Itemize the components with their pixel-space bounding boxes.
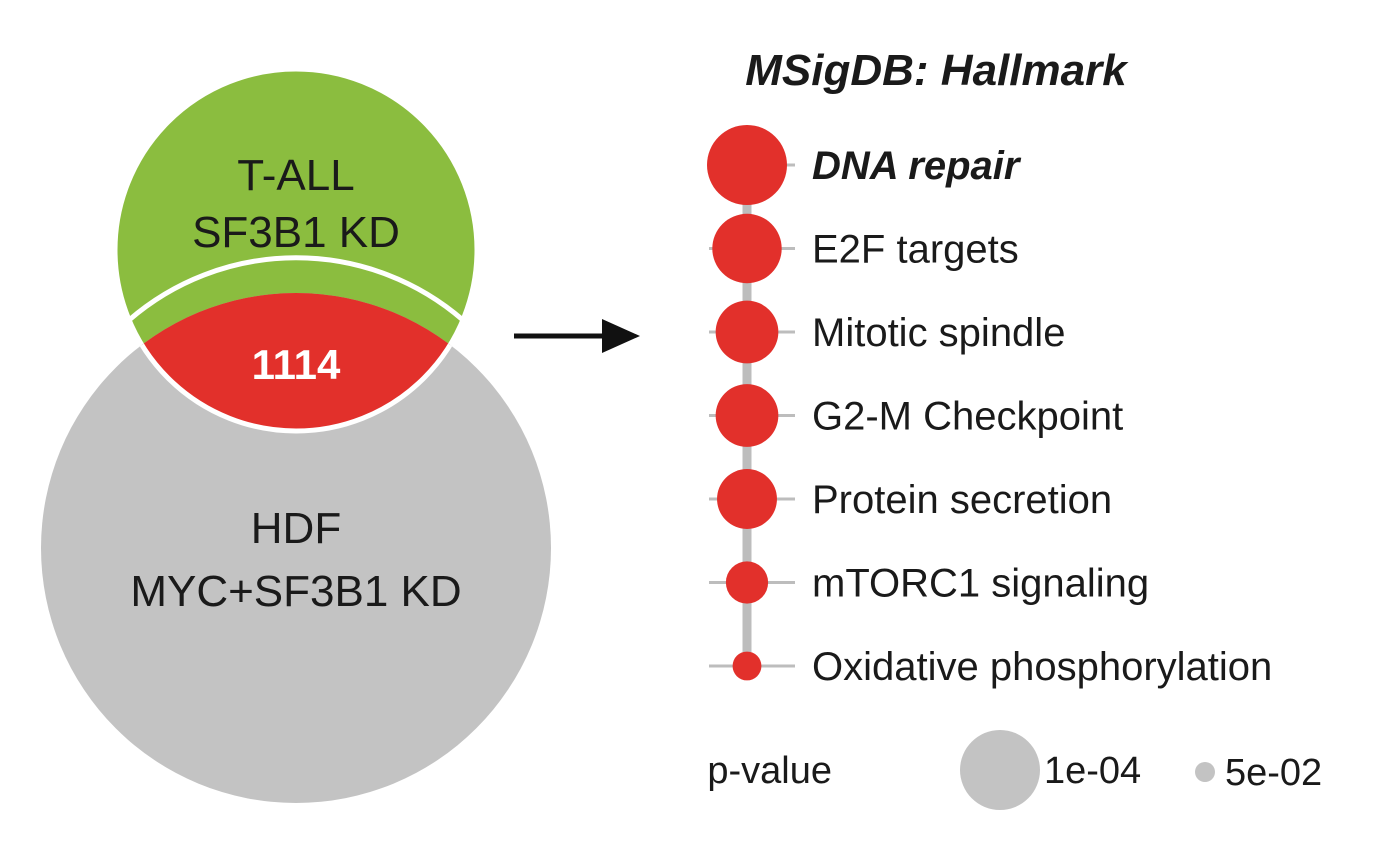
term-dot <box>732 651 762 681</box>
legend-dot <box>960 730 1040 810</box>
term-label: Oxidative phosphorylation <box>812 645 1272 689</box>
term-dot <box>715 384 779 447</box>
legend-entries: 1e-04 5e-02 <box>960 730 1322 810</box>
venn-overlap <box>115 293 477 431</box>
enrichment-term-row: mTORC1 signaling <box>709 561 1149 606</box>
legend-label: 5e-02 <box>1225 752 1322 794</box>
term-label: E2F targets <box>812 228 1019 272</box>
venn-diagram: T-ALL SF3B1 KD 1114 HDF MYC+SF3B1 KD <box>41 66 551 803</box>
term-dot <box>707 125 787 205</box>
legend-label: 1e-04 <box>1044 750 1141 792</box>
enrichment-title: MSigDB: Hallmark <box>745 46 1129 95</box>
venn-overlap-top-edge <box>127 255 465 322</box>
enrichment-term-row: Mitotic spindle <box>709 300 1065 364</box>
set-a-label-line1: T-ALL <box>237 151 354 200</box>
legend-dot <box>1195 762 1215 782</box>
term-dot <box>717 469 777 529</box>
enrichment-term-row: Protein secretion <box>709 469 1112 529</box>
pvalue-legend: p-value 1e-04 5e-02 <box>707 730 1322 810</box>
enrichment-term-row: G2-M Checkpoint <box>709 384 1123 447</box>
set-b-label-line1: HDF <box>251 504 341 553</box>
term-label: Mitotic spindle <box>812 311 1065 355</box>
arrow-icon <box>514 319 640 353</box>
term-label: G2-M Checkpoint <box>812 395 1123 439</box>
term-label: mTORC1 signaling <box>812 562 1149 606</box>
set-b-label-line2: MYC+SF3B1 KD <box>130 567 461 616</box>
venn-set-hdf <box>41 293 551 803</box>
enrichment-term-row: E2F targets <box>709 213 1019 284</box>
legend-title: p-value <box>707 750 832 792</box>
enrichment-term-row: Oxidative phosphorylation <box>709 645 1272 689</box>
term-label: DNA repair <box>812 144 1022 188</box>
enrichment-term-row: DNA repair <box>707 125 1022 205</box>
overlap-count: 1114 <box>252 341 341 388</box>
set-a-label-line2: SF3B1 KD <box>192 208 400 257</box>
term-dot <box>715 300 779 364</box>
venn-overlap-outline <box>112 293 480 434</box>
term-dot <box>712 213 782 284</box>
term-dot <box>725 561 769 604</box>
term-label: Protein secretion <box>812 478 1112 522</box>
